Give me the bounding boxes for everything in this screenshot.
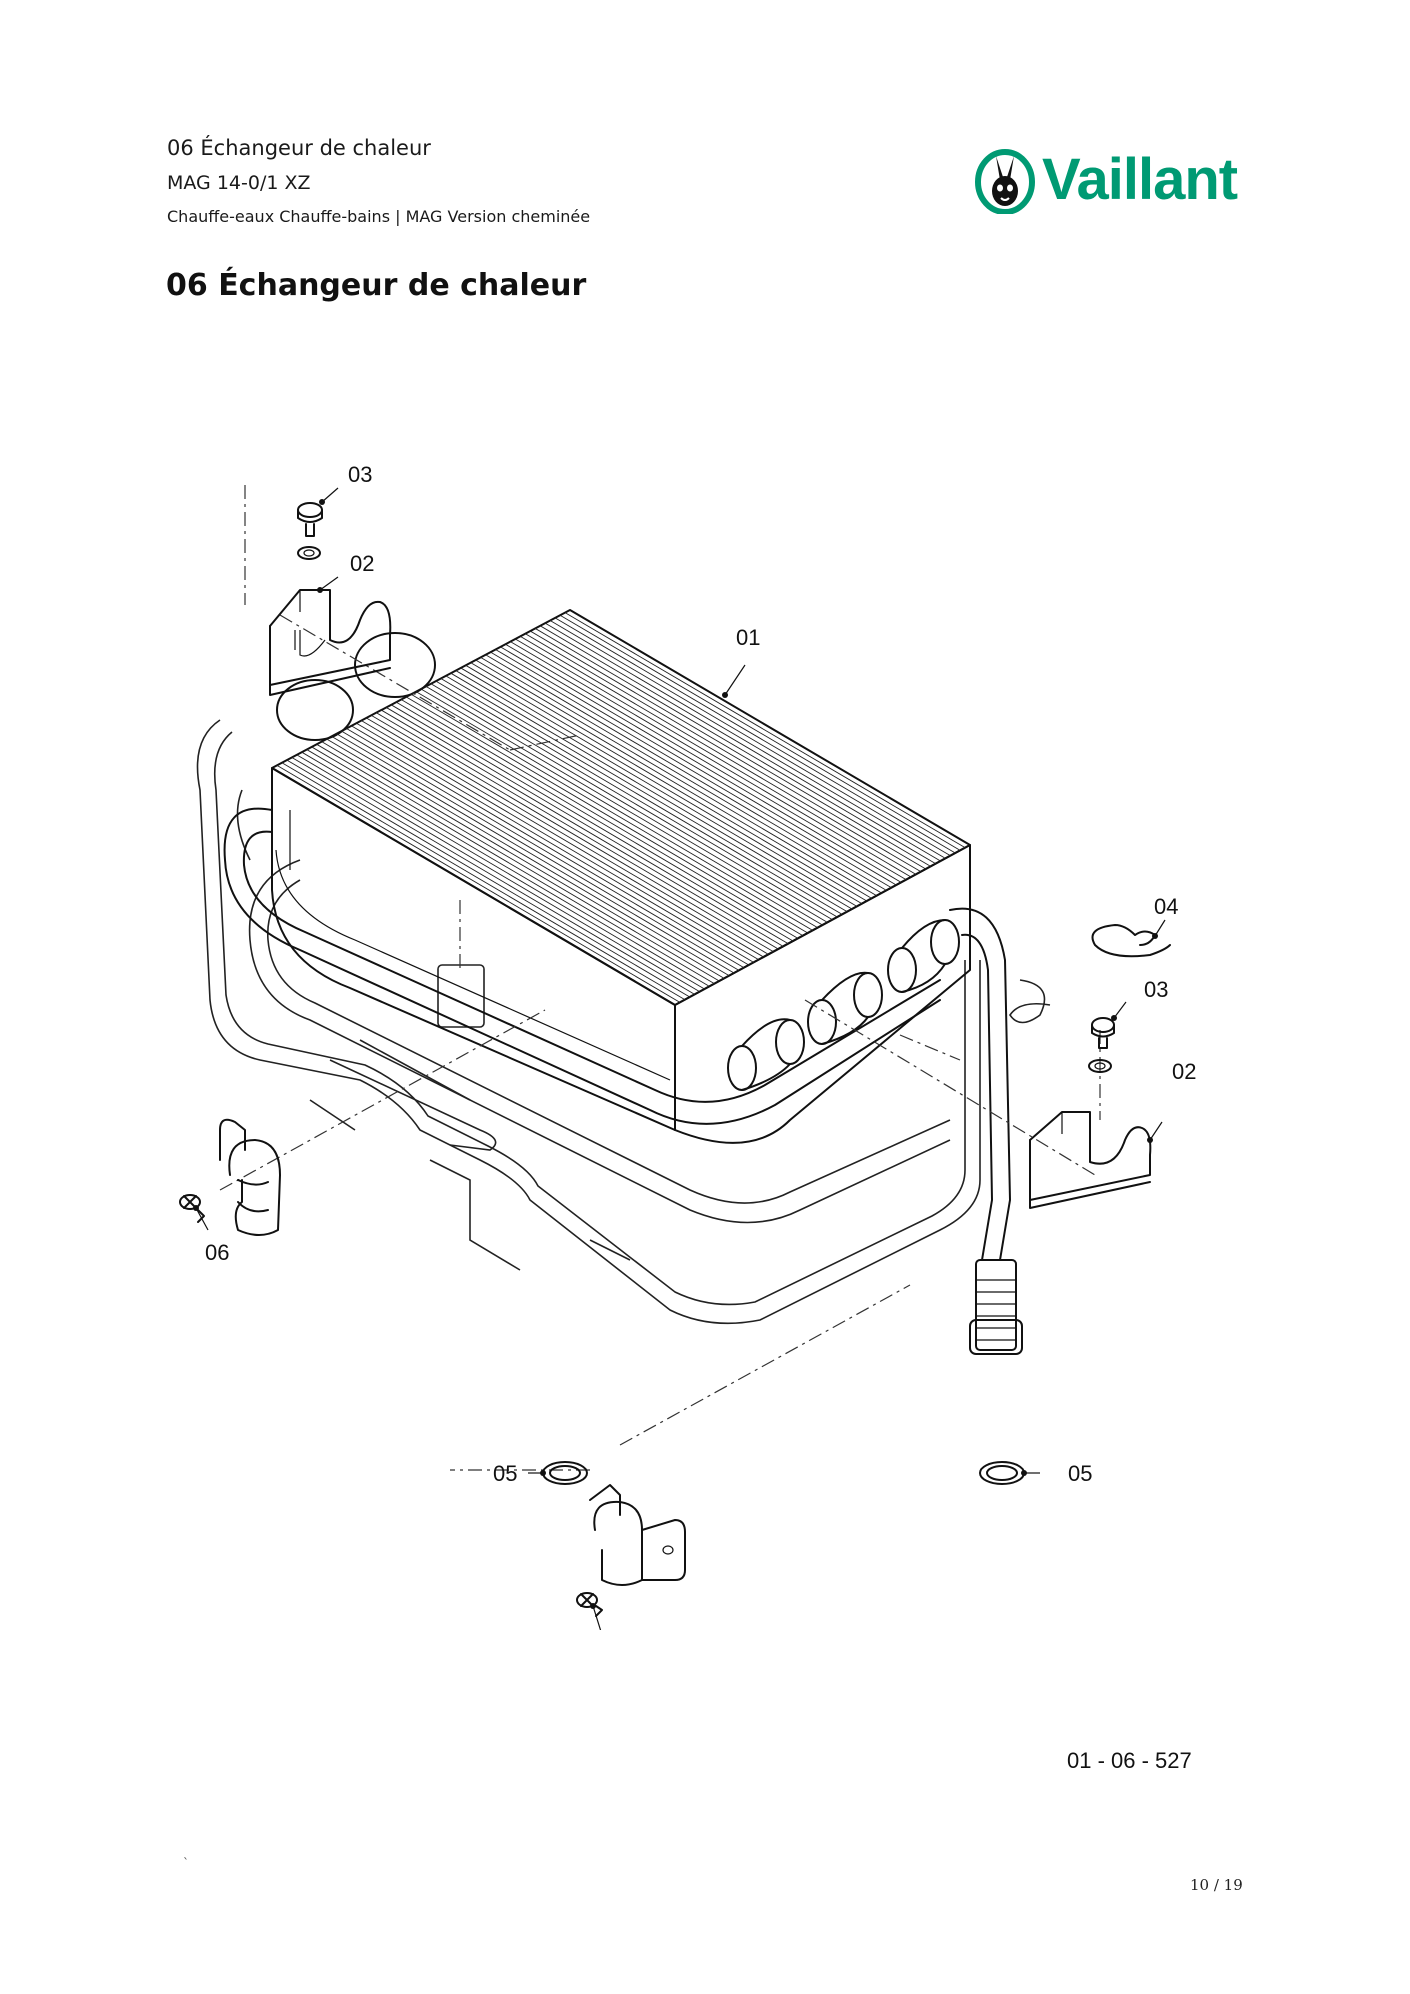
fin-line xyxy=(470,662,872,899)
exploded-parts-diagram: 03 02 01 04 03 02 06 05 05 06 xyxy=(179,462,1196,1630)
screw-right xyxy=(1091,1017,1115,1049)
fin-line xyxy=(371,714,774,953)
header-model: MAG 14-0/1 XZ xyxy=(167,172,311,194)
page-title: 06 Échangeur de chaleur xyxy=(166,268,587,303)
fin-line xyxy=(525,633,926,870)
fin-line xyxy=(490,651,892,889)
gasket-right xyxy=(979,1461,1025,1485)
callout-05-left: 05 xyxy=(493,1461,517,1486)
fin-line xyxy=(495,649,897,886)
fin-line xyxy=(381,709,784,947)
margin-mark: ` xyxy=(183,1856,189,1870)
fin-line xyxy=(346,728,749,966)
screw-top xyxy=(297,502,323,537)
fin-line xyxy=(530,630,931,867)
screw-bottom xyxy=(576,1592,603,1617)
fin-line xyxy=(420,688,823,926)
callout-02-right: 02 xyxy=(1172,1059,1196,1084)
fin-line xyxy=(415,691,818,929)
vaillant-logo: Vaillant xyxy=(974,144,1250,216)
screw-left xyxy=(179,1194,205,1223)
fin-line xyxy=(291,757,695,995)
bracket-right xyxy=(1029,1111,1152,1209)
fin-line xyxy=(425,685,828,923)
callout-06-left: 06 xyxy=(205,1240,229,1265)
heat-exchanger-block xyxy=(223,609,1023,1355)
fin-line xyxy=(460,667,863,905)
fin-line xyxy=(520,635,922,873)
fin-line xyxy=(544,622,946,859)
bracket-top xyxy=(269,589,392,696)
fin-line xyxy=(321,741,725,979)
assembly-lines xyxy=(219,485,1101,1471)
fin-line xyxy=(559,614,961,851)
fin-line xyxy=(500,646,902,883)
page-number: 10 / 19 xyxy=(1190,1876,1243,1894)
fin-line xyxy=(400,699,804,937)
callout-02-top: 02 xyxy=(350,551,374,576)
fin-line xyxy=(505,643,907,881)
fin-line xyxy=(480,657,882,894)
washer-top xyxy=(297,546,321,560)
fin-line xyxy=(316,743,720,982)
fin-line xyxy=(430,683,833,921)
fin-line xyxy=(410,693,813,931)
fin-line xyxy=(535,628,936,865)
fin-line xyxy=(465,664,867,902)
fin-line xyxy=(351,725,754,963)
fin-line xyxy=(554,617,956,854)
fin-line xyxy=(539,625,941,862)
fin-line xyxy=(455,670,858,907)
fin-line xyxy=(306,749,710,987)
fin-line xyxy=(331,736,735,974)
callout-03-top: 03 xyxy=(348,462,372,487)
fin-line xyxy=(564,612,966,849)
fin-line xyxy=(405,696,808,934)
fin-line xyxy=(549,620,951,857)
fin-line xyxy=(361,720,764,958)
header-category: Chauffe-eaux Chauffe-bains | MAG Version… xyxy=(167,207,591,226)
clamp-bottom xyxy=(589,1484,686,1586)
brand-name: Vaillant xyxy=(1042,147,1238,212)
header-section-title: 06 Échangeur de chaleur xyxy=(167,136,431,160)
fin-line xyxy=(296,754,700,993)
leader-lines xyxy=(193,487,1166,1630)
fin-line xyxy=(336,733,740,971)
fin-line xyxy=(301,751,705,990)
clamp-left xyxy=(219,1118,281,1236)
fin-line xyxy=(326,738,730,977)
fin-line xyxy=(276,764,681,1003)
combustion-chamber-outline xyxy=(196,719,981,1325)
clip xyxy=(1009,924,1171,1024)
callout-05-right: 05 xyxy=(1068,1461,1092,1486)
gasket-left xyxy=(542,1461,588,1485)
fin-line xyxy=(390,704,794,942)
fin-line xyxy=(386,707,789,945)
fin-line xyxy=(286,759,690,998)
fin-line xyxy=(395,701,799,939)
fin-line xyxy=(435,680,838,918)
fin-line xyxy=(510,641,912,878)
callout-03-right: 03 xyxy=(1144,977,1168,1002)
heat-exchanger-fins xyxy=(276,612,966,1003)
fin-line xyxy=(440,678,843,915)
callout-01: 01 xyxy=(736,625,760,650)
fin-line xyxy=(281,762,686,1001)
fin-line xyxy=(376,712,779,950)
fin-line xyxy=(366,717,769,955)
elbow-connectors xyxy=(727,919,960,1091)
fin-line xyxy=(485,654,887,891)
washer-right xyxy=(1088,1059,1112,1073)
fin-line xyxy=(356,722,759,961)
fin-line xyxy=(475,659,877,897)
fin-line xyxy=(341,730,745,969)
diagram-reference-code: 01 - 06 - 527 xyxy=(1067,1748,1192,1773)
fin-line xyxy=(445,675,848,913)
hare-logo-icon xyxy=(975,149,1035,214)
fin-line xyxy=(450,672,853,910)
fin-line xyxy=(515,638,917,875)
fin-line xyxy=(311,746,715,985)
callout-04: 04 xyxy=(1154,894,1178,919)
